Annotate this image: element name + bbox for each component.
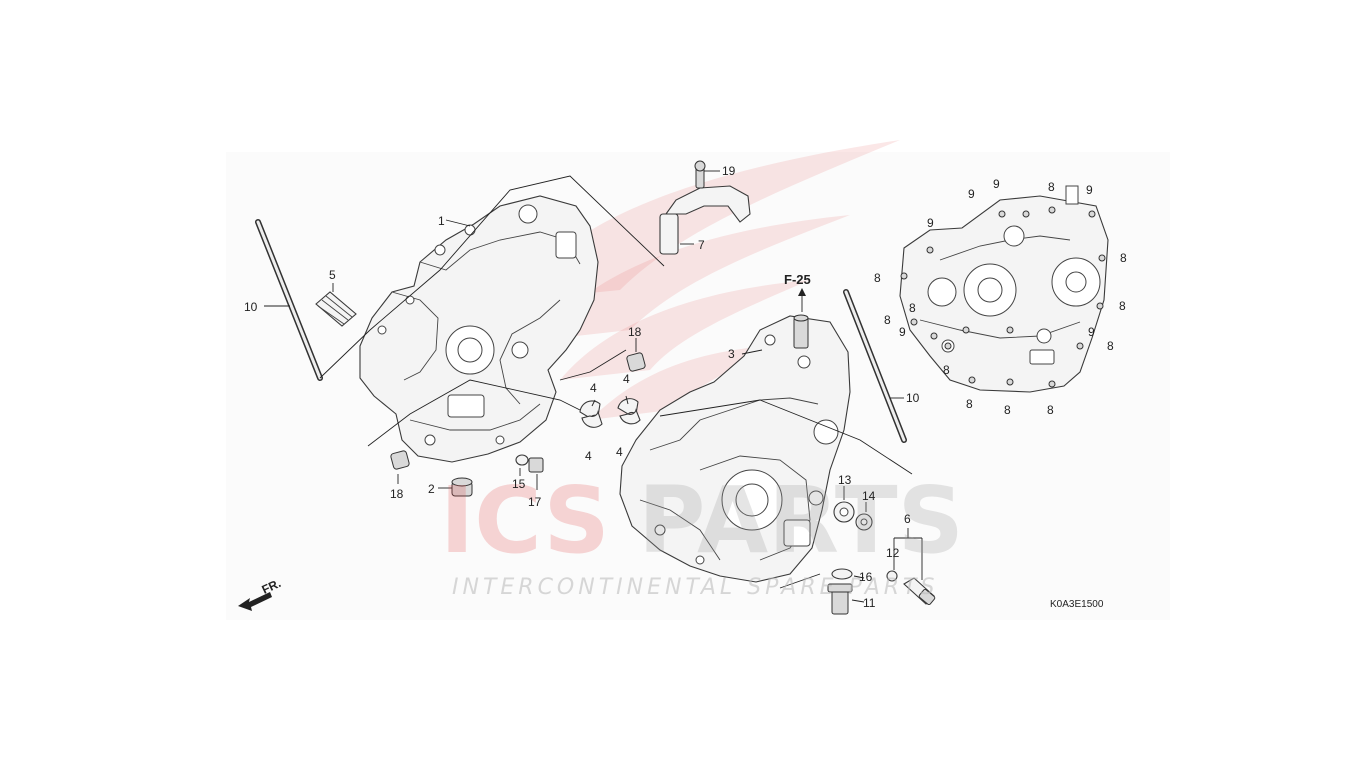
watermark-tagline: INTERCONTINENTAL SPARE PARTS <box>452 575 938 600</box>
dowel-pin-upper <box>626 352 646 372</box>
front-direction-arrow-icon <box>238 592 272 611</box>
part-label: 8 <box>1119 299 1126 313</box>
switch-o-ring <box>886 570 898 582</box>
dowel-pin-lower <box>390 450 410 470</box>
part-label: 17 <box>528 495 542 509</box>
diagram-code: K0A3E1500 <box>1050 599 1104 610</box>
part-label: 3 <box>728 347 735 361</box>
part-label: 8 <box>1048 180 1055 194</box>
part-label: 9 <box>968 187 975 201</box>
part-label: 14 <box>862 489 876 503</box>
part-label: 19 <box>722 164 736 178</box>
part-label: 8 <box>943 363 950 377</box>
part-label: 9 <box>993 177 1000 191</box>
part-label: 4 <box>585 449 592 463</box>
crankcase-face-view <box>899 185 1109 393</box>
collar <box>528 457 544 473</box>
part-label: 10 <box>906 391 920 405</box>
part-label: 9 <box>1088 325 1095 339</box>
part-label: 4 <box>616 445 623 459</box>
neutral-switch <box>903 577 936 606</box>
part-label: 8 <box>1120 251 1127 265</box>
part-label: 8 <box>1107 339 1114 353</box>
part-label: 8 <box>909 301 916 315</box>
part-label: 4 <box>623 372 630 386</box>
crank-bearings <box>579 398 641 428</box>
part-label: 8 <box>966 397 973 411</box>
reference-label: F-25 <box>784 272 811 287</box>
part-label: 8 <box>874 271 881 285</box>
part-label: 9 <box>1086 183 1093 197</box>
part-label: 8 <box>884 313 891 327</box>
part-label: 12 <box>886 546 900 560</box>
part-label: 8 <box>1047 403 1054 417</box>
watermark-brand-left: ICS <box>440 467 610 574</box>
part-label: 4 <box>590 381 597 395</box>
breather-tube-assembly <box>659 160 751 255</box>
part-number-labels: 1 2 3 4 4 4 4 5 6 7 8 8 8 8 8 8 8 8 8 8 … <box>244 164 1127 610</box>
part-label: 2 <box>428 482 435 496</box>
drain-bolt <box>827 583 853 615</box>
part-label: 10 <box>244 300 258 314</box>
right-crankcase <box>619 314 851 583</box>
part-label: 9 <box>927 216 934 230</box>
part-label: 6 <box>904 512 911 526</box>
oil-strainer-screen <box>315 291 357 327</box>
part-label: 16 <box>859 570 873 584</box>
part-label: 8 <box>1004 403 1011 417</box>
part-label: 18 <box>390 487 404 501</box>
watermark-brand-right: PARTS <box>638 467 964 574</box>
o-ring <box>515 454 529 466</box>
part-label: 7 <box>698 238 705 252</box>
part-label: 15 <box>512 477 526 491</box>
part-label: 13 <box>838 473 852 487</box>
sealing-washer <box>831 568 853 580</box>
part-label: 9 <box>899 325 906 339</box>
part-label: 11 <box>863 596 876 610</box>
stud-bolt-right <box>843 289 907 443</box>
drain-plug <box>451 477 473 497</box>
part-label: 1 <box>438 214 445 228</box>
leader-lines <box>264 170 923 603</box>
part-label: 18 <box>628 325 642 339</box>
part-label: 5 <box>329 268 336 282</box>
stud-bolt-left <box>255 219 323 381</box>
